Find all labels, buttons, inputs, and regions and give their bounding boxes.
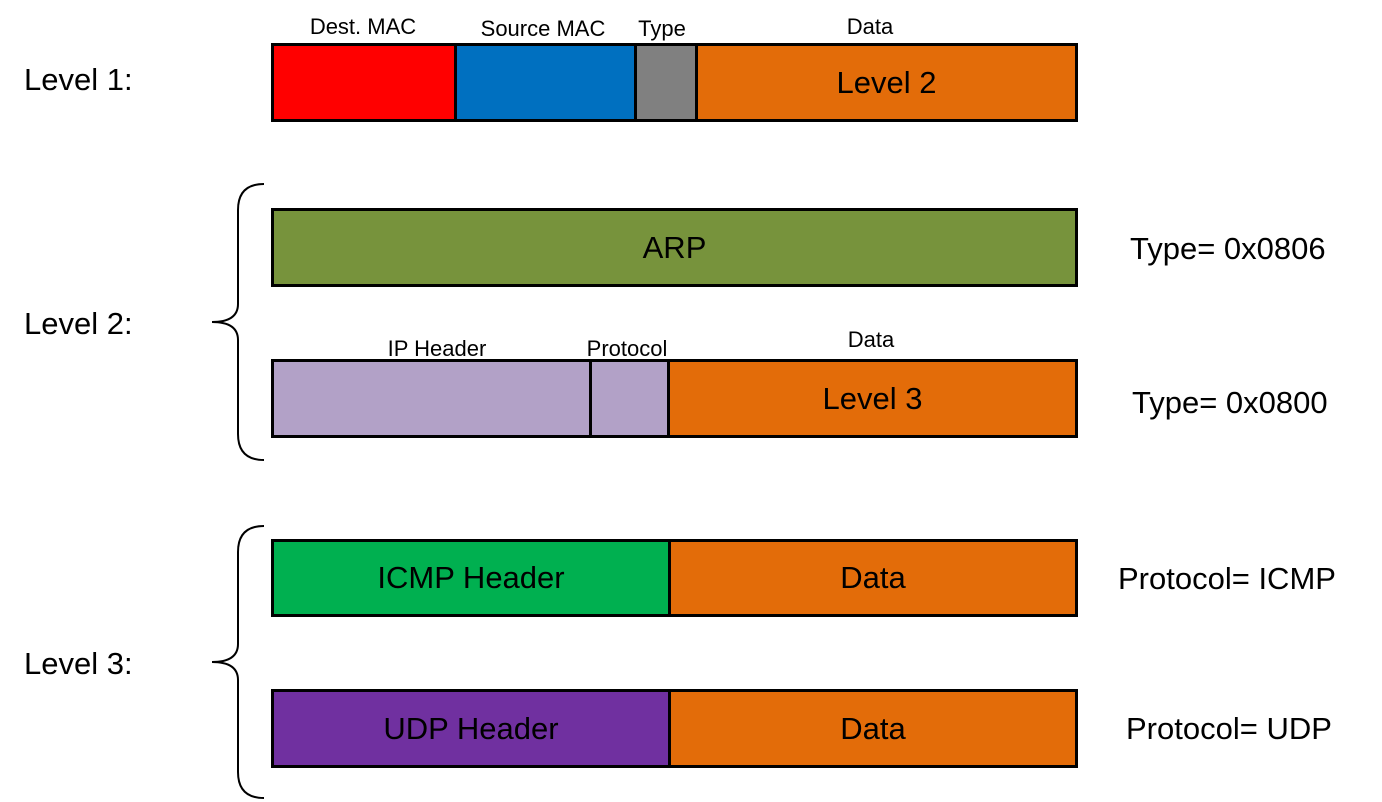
level-3-brace	[211, 525, 265, 799]
ip-header-segment	[274, 362, 589, 435]
dest-mac-field-label: Dest. MAC	[309, 14, 417, 39]
type-field-label: Type	[638, 16, 686, 41]
frame-data-segment: Level 2	[695, 46, 1075, 119]
arp-type-note: Type= 0x0806	[1130, 231, 1326, 266]
level-1-label: Level 1:	[24, 62, 133, 97]
icmp-header-segment: ICMP Header	[274, 542, 668, 614]
source-mac-field-label: Source MAC	[480, 16, 606, 41]
arp-segment: ARP	[274, 211, 1075, 284]
ip-packet-bar: Level 3	[271, 359, 1078, 438]
ip-header-field-label: IP Header	[387, 336, 487, 361]
ethernet-frame-bar: Level 2	[271, 43, 1078, 122]
source-mac-segment	[454, 46, 634, 119]
udp-protocol-note: Protocol= UDP	[1126, 711, 1332, 746]
frame-data-field-label: Data	[846, 14, 894, 39]
udp-header-segment: UDP Header	[274, 692, 668, 765]
type-segment	[634, 46, 695, 119]
icmp-bar: ICMP Header Data	[271, 539, 1078, 617]
icmp-protocol-note: Protocol= ICMP	[1118, 561, 1336, 596]
udp-data-segment: Data	[668, 692, 1075, 765]
dest-mac-segment	[274, 46, 454, 119]
protocol-segment	[589, 362, 667, 435]
udp-bar: UDP Header Data	[271, 689, 1078, 768]
icmp-data-segment: Data	[668, 542, 1075, 614]
ip-type-note: Type= 0x0800	[1132, 385, 1328, 420]
level-2-brace	[211, 183, 265, 461]
level-3-label: Level 3:	[24, 646, 133, 681]
level-2-label: Level 2:	[24, 306, 133, 341]
ip-data-field-label: Data	[847, 327, 895, 352]
protocol-field-label: Protocol	[586, 336, 668, 361]
arp-bar: ARP	[271, 208, 1078, 287]
ip-data-segment: Level 3	[667, 362, 1075, 435]
